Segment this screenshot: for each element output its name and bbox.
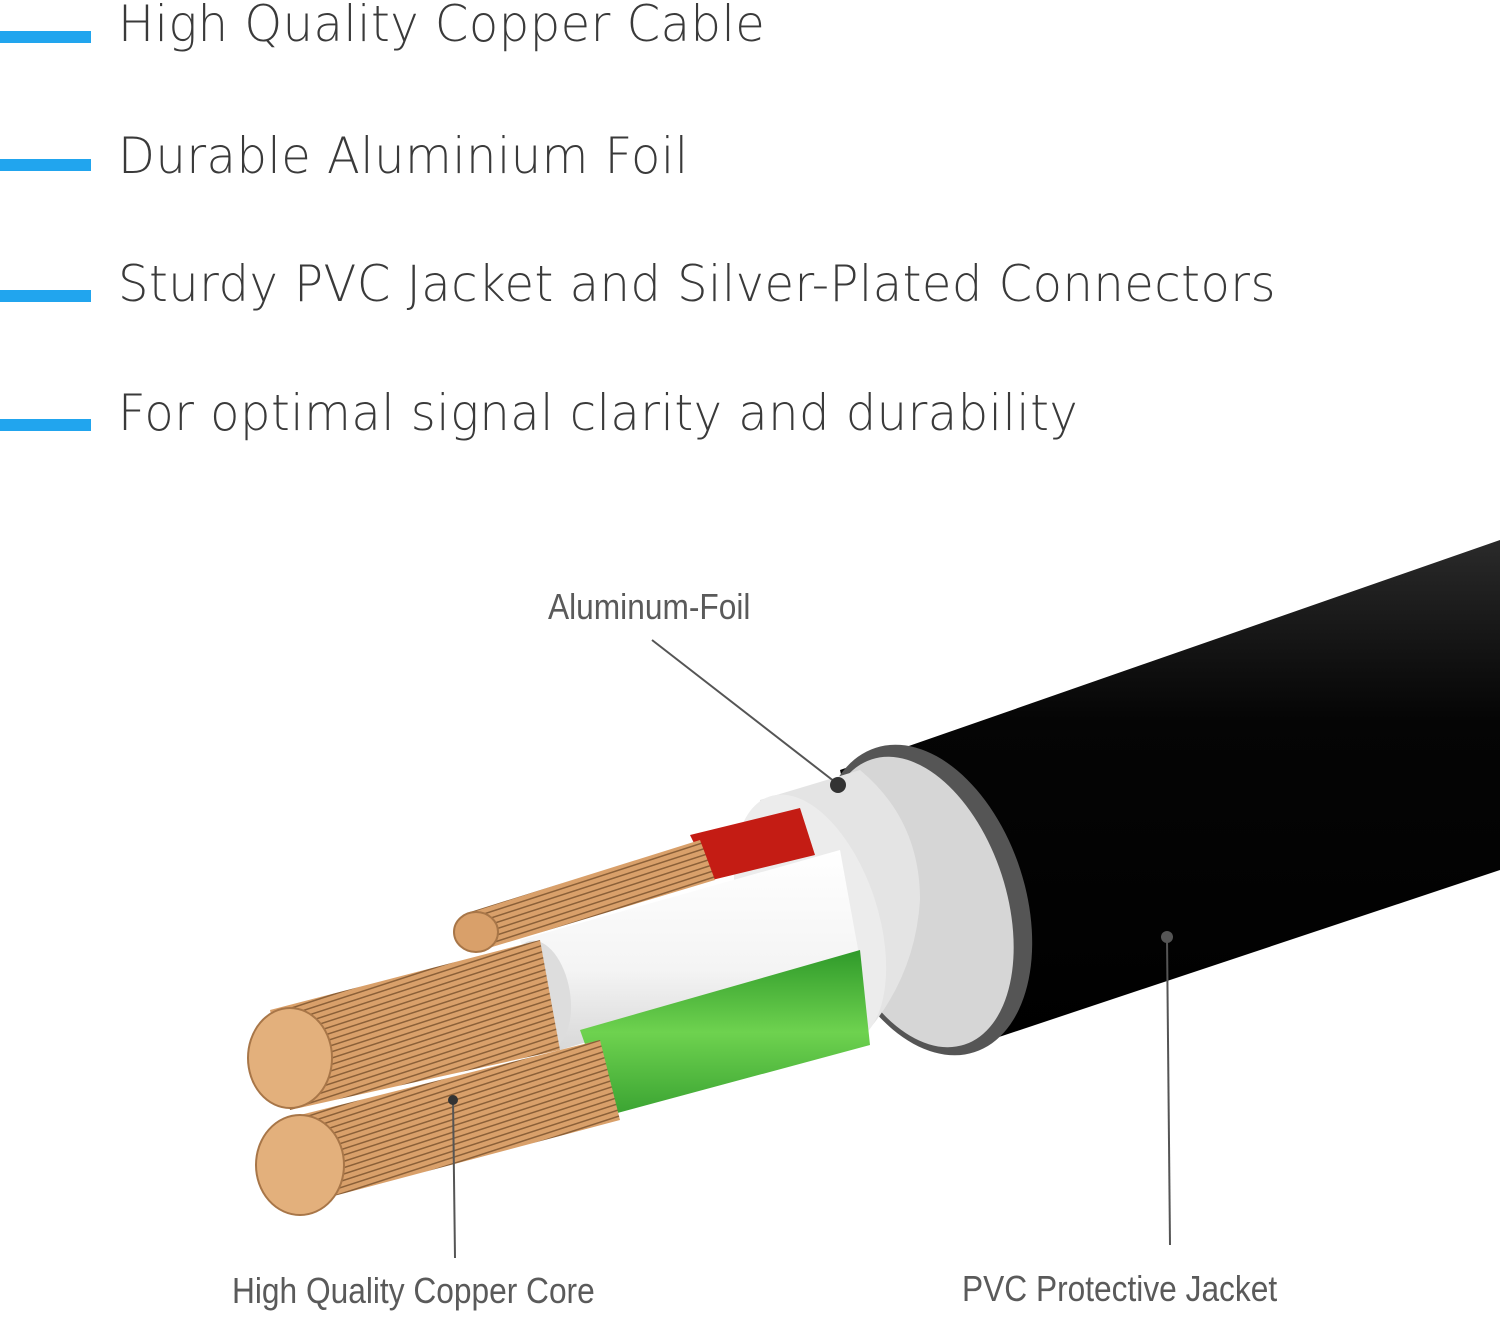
callout-leaders	[452, 639, 1171, 1259]
feature-item-3: Sturdy PVC Jacket and Silver-Plated Conn…	[0, 255, 1500, 316]
feature-label: Sturdy PVC Jacket and Silver-Plated Conn…	[118, 255, 1277, 313]
cable-illustration	[247, 540, 1500, 1259]
callout-copper-core: High Quality Copper Core	[232, 1270, 595, 1311]
cable-cross-section-diagram: Aluminum-Foil High Quality Copper Core P…	[0, 520, 1500, 1322]
copper-core-lower	[255, 1040, 620, 1216]
feature-label: High Quality Copper Cable	[118, 0, 766, 53]
accent-bar	[0, 419, 91, 431]
feature-label: Durable Aluminium Foil	[118, 127, 689, 185]
callout-aluminum-foil: Aluminum-Foil	[548, 586, 751, 627]
copper-core-upper	[247, 940, 560, 1110]
accent-bar	[0, 159, 91, 171]
callout-pvc-jacket: PVC Protective Jacket	[962, 1268, 1278, 1309]
feature-label: For optimal signal clarity and durabilit…	[118, 384, 1079, 442]
feature-item-4: For optimal signal clarity and durabilit…	[0, 384, 1500, 445]
callout-dots	[448, 777, 1173, 1105]
feature-item-1: High Quality Copper Cable	[0, 0, 1500, 60]
red-wire	[453, 808, 815, 953]
accent-bar	[0, 290, 91, 302]
green-wire	[580, 950, 870, 1115]
accent-bar	[0, 31, 91, 43]
feature-item-2: Durable Aluminium Foil	[0, 126, 1500, 186]
